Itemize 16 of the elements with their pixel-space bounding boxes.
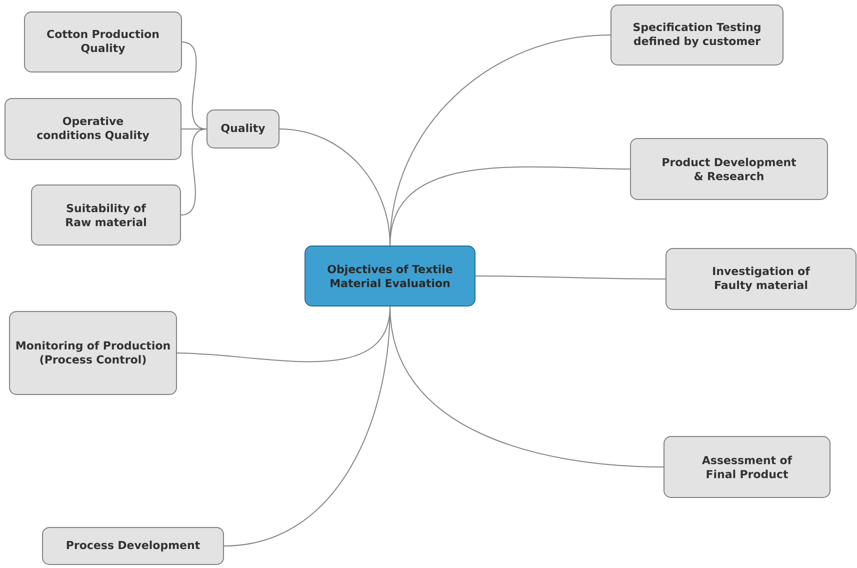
topic-box: Assessment of Final Product bbox=[664, 436, 830, 498]
connector-curve bbox=[390, 166, 630, 246]
connector-curve bbox=[475, 276, 666, 280]
topic-box: Product Development & Research bbox=[630, 138, 828, 200]
connector-curve bbox=[390, 306, 664, 468]
topic-box: Monitoring of Production (Process Control) bbox=[9, 311, 177, 395]
connector-curve bbox=[180, 128, 207, 216]
topic-box: Suitability of Raw material bbox=[31, 184, 181, 246]
topic-box: Investigation of Faulty material bbox=[666, 248, 856, 310]
topic-box: Cotton Production Quality bbox=[24, 12, 182, 72]
topic-box: Operative conditions Quality bbox=[4, 98, 182, 160]
connector-curve bbox=[182, 42, 207, 130]
topic-box: Specification Testing defined by customer bbox=[610, 4, 784, 66]
central-topic-box: Objectives of Textile Material Evaluation bbox=[304, 246, 476, 306]
topic-box: Process Development bbox=[42, 527, 224, 565]
topic-box: Quality bbox=[206, 110, 280, 148]
